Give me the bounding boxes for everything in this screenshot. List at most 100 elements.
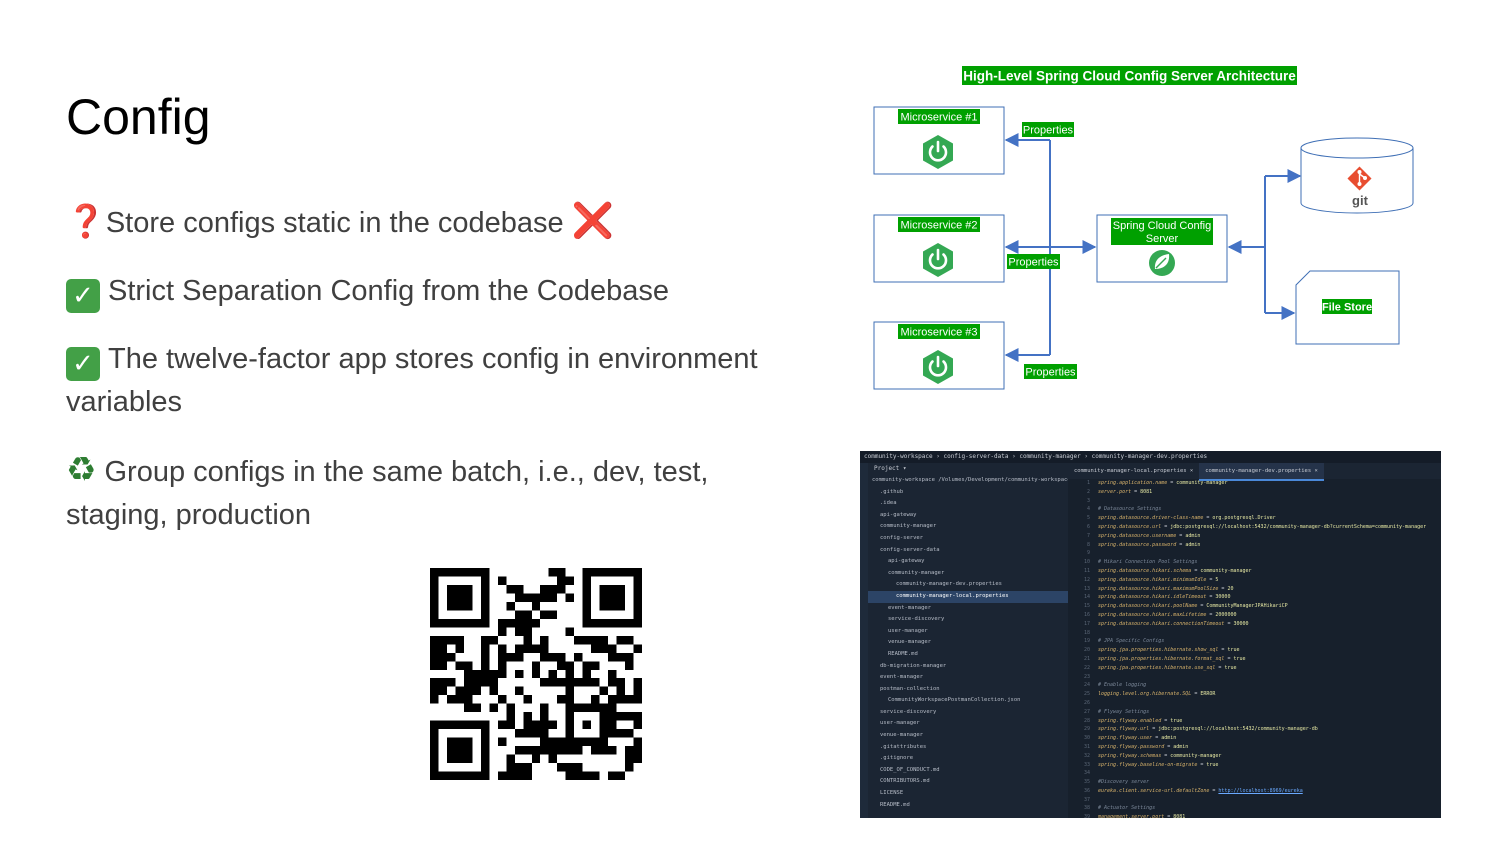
qr-module [633, 678, 642, 687]
qr-module [633, 576, 642, 585]
code-value: true [1227, 647, 1240, 654]
tree-item[interactable]: db-migration-manager [880, 662, 947, 669]
qr-module [523, 618, 532, 628]
qr-module [514, 669, 524, 679]
qr-module [430, 635, 439, 645]
tree-item[interactable]: CODE_OF_CONDUCT.md [880, 766, 940, 773]
tree-item[interactable]: config-server [880, 534, 924, 541]
tree-item[interactable]: community-manager-local.properties [868, 590, 1068, 603]
tree-item[interactable]: venue-manager [880, 732, 924, 739]
qr-module [446, 754, 456, 764]
qr-module [480, 618, 490, 628]
line-number: 6 [1086, 523, 1090, 530]
qr-module [591, 771, 600, 780]
line-number: 25 [1083, 691, 1090, 698]
qr-module [455, 737, 464, 747]
line-number: 11 [1083, 567, 1090, 574]
code-value[interactable]: http://localhost:8969/eureka [1218, 787, 1303, 794]
tree-item[interactable]: .gitignore [880, 755, 914, 762]
qr-module [506, 652, 515, 662]
qr-module [565, 729, 575, 738]
qr-module [480, 746, 490, 755]
qr-module [480, 737, 490, 747]
tree-item[interactable]: event-manager [888, 604, 932, 611]
qr-module [463, 746, 473, 755]
qr-code[interactable] [430, 568, 642, 780]
tree-item[interactable]: community-manager [888, 569, 945, 576]
tree-item[interactable]: venue-manager [888, 639, 932, 646]
qr-module [616, 678, 626, 687]
qr-module [633, 754, 642, 764]
qr-module [506, 618, 515, 628]
qr-module [480, 652, 490, 662]
qr-module [574, 771, 583, 780]
tree-item[interactable]: service-discovery [880, 708, 937, 715]
tree-item[interactable]: postman-collection [880, 685, 940, 692]
qr-module [582, 635, 592, 645]
code-value: true [1233, 655, 1246, 662]
tree-item[interactable]: .idea [880, 500, 897, 507]
tree-item[interactable]: community-manager-dev.properties [896, 581, 1002, 588]
code-value: community-manager [1176, 480, 1228, 486]
code-line: 18 [1068, 629, 1441, 638]
tree-item[interactable]: .gitattributes [880, 743, 927, 750]
project-tree-header[interactable]: Project ▾ [874, 465, 907, 472]
line-number: 39 [1083, 814, 1090, 818]
tree-item[interactable]: event-manager [880, 674, 924, 681]
tree-item[interactable]: README.md [888, 650, 918, 657]
qr-module [625, 568, 634, 577]
tree-item[interactable]: .github [880, 488, 904, 495]
code-editor[interactable]: community-manager-local.properties × comm… [1068, 463, 1441, 818]
qr-module [540, 610, 549, 619]
tree-item[interactable]: user-manager [888, 627, 928, 634]
tree-item[interactable]: CommunityWorkspacePostmanCollection.json [888, 697, 1021, 704]
qr-module [608, 593, 617, 602]
line-number: 24 [1083, 682, 1090, 689]
qr-module [599, 703, 609, 713]
tree-item[interactable]: user-manager [880, 720, 920, 727]
tree-item[interactable]: CONTRIBUTORS.md [880, 778, 930, 785]
connector-lines [1004, 133, 1302, 362]
qr-module [540, 652, 549, 662]
qr-module [480, 720, 490, 730]
code-key: spring.flyway.url [1098, 726, 1150, 733]
qr-module [430, 618, 439, 628]
qr-module [531, 593, 541, 602]
qr-module [582, 737, 592, 747]
qr-module [574, 746, 583, 755]
code-value: 8081 [1173, 814, 1186, 818]
tree-item[interactable]: api-gateway [880, 511, 917, 518]
tree-item[interactable]: service-discovery [888, 616, 945, 623]
code-line: 24# Enable logging [1068, 681, 1441, 690]
qr-module [480, 568, 490, 577]
code-key: spring.datasource.hikari.maximumPoolSize [1098, 585, 1219, 592]
code-key: eureka.client.service-url.defaultZone [1098, 787, 1210, 794]
code-key: spring.datasource.hikari.poolName [1098, 603, 1198, 610]
tree-item[interactable]: LICENSE [880, 790, 904, 797]
qr-module [438, 771, 447, 780]
editor-tab-active[interactable]: community-manager-dev.properties × [1199, 463, 1324, 481]
qr-module [480, 669, 490, 679]
line-number: 21 [1083, 655, 1090, 662]
qr-module [472, 771, 481, 780]
line-number: 27 [1083, 708, 1090, 715]
tree-item[interactable]: README.md [880, 801, 910, 808]
qr-module [514, 729, 524, 738]
qr-module [523, 729, 532, 738]
editor-tab[interactable]: community-manager-local.properties × [1074, 468, 1194, 474]
qr-module [506, 763, 515, 772]
spring-power-icon [923, 350, 953, 384]
tree-item[interactable]: community-workspace /Volumes/Development… [872, 477, 1068, 483]
tree-item[interactable]: config-server-data [880, 546, 940, 553]
qr-module [430, 771, 439, 780]
tree-item[interactable]: community-manager [880, 523, 937, 530]
tree-item[interactable]: api-gateway [888, 558, 925, 565]
code-value: admin [1185, 532, 1201, 539]
qr-module [531, 661, 541, 670]
